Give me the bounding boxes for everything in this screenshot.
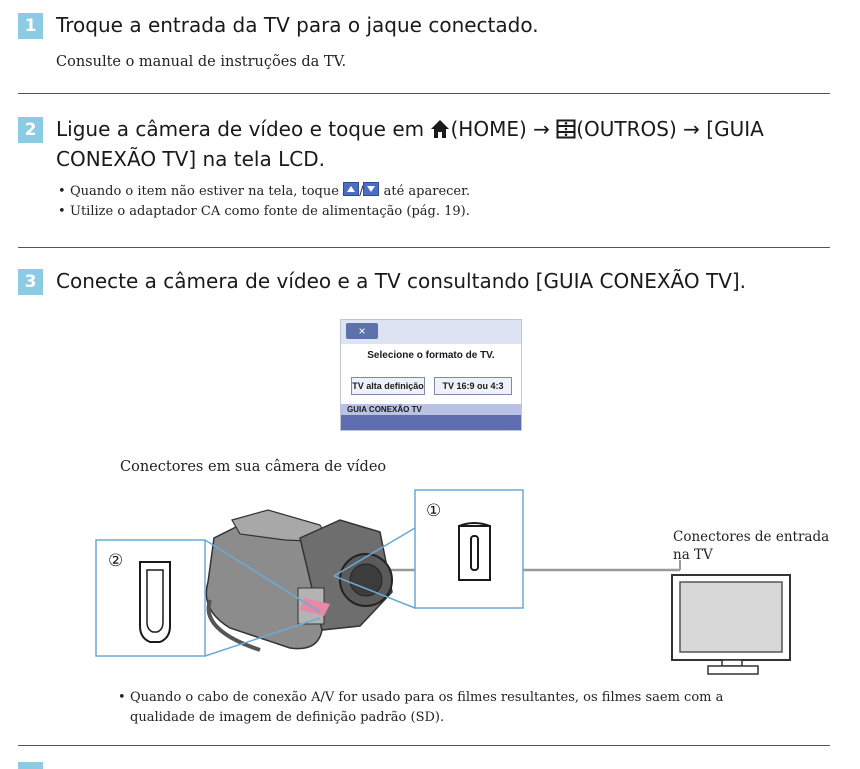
step-bullets: Quando o item não estiver na tela, toque… bbox=[58, 182, 838, 222]
callout-number-1: ① bbox=[426, 501, 441, 521]
step-body: Consulte o manual de instruções da TV. bbox=[56, 54, 347, 70]
cable-plug bbox=[300, 598, 330, 616]
step-1: 1 Troque a entrada da TV para o jaque co… bbox=[18, 10, 838, 70]
list-item: Utilize o adaptador CA como fonte de ali… bbox=[58, 202, 838, 222]
connector-callout-1: ① bbox=[333, 489, 524, 609]
step-heading: Ligue a câmera de vídeo e toque em (HOME… bbox=[56, 117, 764, 171]
lcd-footer: GUIA CONEXÃO TV bbox=[341, 404, 521, 430]
step-3: 3 Conecte a câmera de vídeo e a TV consu… bbox=[18, 266, 838, 296]
connector-callout-2: ② bbox=[95, 539, 321, 657]
list-item: Quando o cabo de conexão A/V for usado p… bbox=[118, 688, 758, 728]
hdmi-connector-icon bbox=[139, 561, 171, 643]
camcorder-illustration bbox=[205, 509, 393, 652]
scroll-down-button-icon bbox=[363, 182, 380, 196]
section-divider bbox=[18, 247, 830, 248]
lcd-footer-label: GUIA CONEXÃO TV bbox=[341, 404, 521, 415]
step-number-badge: 1 bbox=[18, 13, 43, 39]
lcd-screen: × Selecione o formato de TV. TV alta def… bbox=[340, 319, 522, 431]
lcd-title: Selecione o formato de TV. bbox=[367, 350, 495, 361]
av-connector-icon bbox=[458, 522, 491, 581]
home-icon bbox=[431, 120, 450, 138]
lcd-button-sd[interactable]: TV 16:9 ou 4:3 bbox=[434, 377, 512, 395]
callout-number-2: ② bbox=[108, 551, 123, 571]
section-divider bbox=[18, 745, 830, 746]
lcd-close-button[interactable]: × bbox=[346, 323, 378, 339]
tv-caption: Conectores de entrada na TV bbox=[673, 529, 830, 563]
step-3-note: Quando o cabo de conexão A/V for usado p… bbox=[118, 688, 758, 728]
step-number-badge: 3 bbox=[18, 269, 43, 295]
step-heading: Troque a entrada da TV para o jaque cone… bbox=[56, 13, 539, 37]
camera-caption: Conectores em sua câmera de vídeo bbox=[120, 459, 387, 475]
scroll-up-button-icon bbox=[343, 182, 360, 196]
list-item: Quando o item não estiver na tela, toque… bbox=[58, 182, 838, 202]
next-step-badge-partial bbox=[18, 762, 43, 769]
lcd-button-hd[interactable]: TV alta definição bbox=[351, 377, 425, 395]
section-divider bbox=[18, 93, 830, 94]
tv-illustration bbox=[671, 574, 791, 675]
others-icon bbox=[556, 119, 576, 139]
step-heading: Conecte a câmera de vídeo e a TV consult… bbox=[56, 269, 747, 293]
step-2: 2 Ligue a câmera de vídeo e toque em (HO… bbox=[18, 114, 838, 222]
connection-diagram: ① ② bbox=[95, 489, 791, 675]
step-number-badge: 2 bbox=[18, 117, 43, 143]
lcd-top-bar: × bbox=[341, 320, 521, 344]
